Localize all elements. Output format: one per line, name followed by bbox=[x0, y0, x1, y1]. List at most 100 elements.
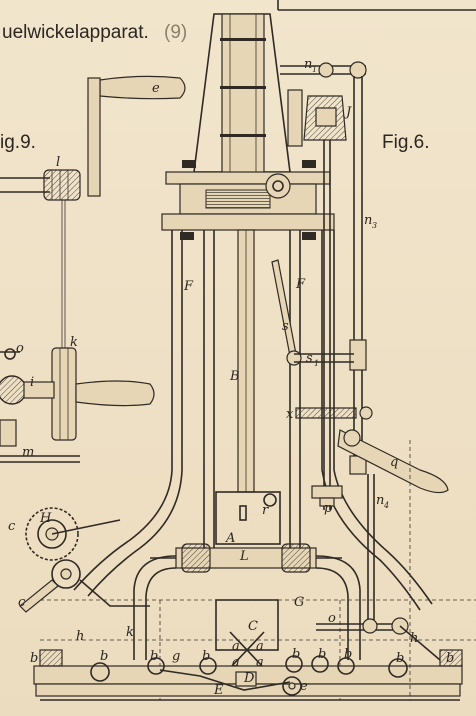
drawing-stroke bbox=[180, 232, 194, 240]
lever-q bbox=[337, 429, 449, 494]
drawing-stroke bbox=[181, 543, 211, 573]
drawing-stroke bbox=[337, 657, 355, 675]
label-h-left: h bbox=[76, 629, 84, 644]
label-H: H bbox=[39, 511, 52, 526]
crank-handle bbox=[99, 75, 186, 100]
label-B: B bbox=[229, 369, 240, 384]
fig6-label: Fig.6. bbox=[382, 132, 430, 153]
label-b5: b bbox=[292, 647, 300, 662]
drawing-stroke bbox=[235, 671, 257, 687]
drawing-stroke bbox=[145, 567, 177, 660]
main-machine-frame bbox=[40, 13, 476, 700]
drawing-stroke bbox=[60, 568, 72, 580]
drawing-stroke bbox=[205, 189, 271, 209]
drawing-stroke bbox=[43, 169, 81, 201]
drawing-stroke bbox=[220, 86, 266, 89]
drawing-stroke bbox=[161, 213, 335, 231]
label-i: i bbox=[30, 375, 34, 390]
base-plate bbox=[33, 649, 463, 701]
label-A: A bbox=[225, 531, 235, 546]
right-linkage bbox=[271, 61, 449, 700]
drawing-stroke bbox=[0, 419, 17, 447]
label-s1-sub: 1 bbox=[314, 359, 319, 368]
drawing-stroke bbox=[321, 230, 421, 611]
label-s: s bbox=[282, 319, 289, 334]
label-b3: b bbox=[150, 649, 158, 664]
label-D: D bbox=[243, 671, 255, 686]
drawing-stroke bbox=[37, 519, 67, 549]
label-g: g bbox=[172, 649, 180, 664]
drawing-stroke bbox=[315, 555, 361, 660]
drawing-stroke bbox=[282, 676, 302, 696]
pulley-k bbox=[51, 347, 77, 441]
label-x: x bbox=[286, 407, 294, 422]
label-q: q bbox=[390, 455, 398, 470]
label-n4-sub: 4 bbox=[383, 501, 389, 510]
label-o-left: o bbox=[16, 341, 24, 356]
label-n3: n bbox=[364, 213, 372, 228]
drawing-stroke bbox=[288, 682, 296, 690]
drawing-stroke bbox=[349, 339, 367, 371]
label-s1: s bbox=[306, 351, 313, 366]
label-F-left: F bbox=[183, 279, 194, 294]
label-a3: a bbox=[232, 655, 240, 670]
lever-s bbox=[271, 259, 297, 357]
drawing-stroke bbox=[362, 618, 378, 634]
label-a4: a bbox=[256, 655, 264, 670]
top-pulley bbox=[265, 173, 291, 199]
drawing-stroke bbox=[51, 559, 81, 589]
drawing-stroke bbox=[287, 89, 303, 147]
drawing-stroke bbox=[286, 350, 302, 366]
drawing-stroke bbox=[315, 567, 349, 660]
label-c-lower: c bbox=[18, 595, 26, 610]
drawing-stroke bbox=[349, 61, 367, 79]
drawing-stroke bbox=[133, 555, 177, 660]
drawing-stroke bbox=[182, 160, 196, 168]
drawing-stroke bbox=[215, 491, 281, 545]
label-b4: b bbox=[202, 649, 210, 664]
drawing-stroke bbox=[23, 381, 55, 399]
label-C: C bbox=[248, 619, 258, 634]
label-b6: b bbox=[318, 647, 326, 662]
label-r: r bbox=[262, 503, 269, 518]
drawing-stroke bbox=[215, 599, 279, 651]
drawing-stroke bbox=[315, 107, 337, 127]
drawing-stroke bbox=[399, 625, 441, 661]
label-E: E bbox=[213, 683, 224, 698]
drawing-stroke bbox=[319, 497, 335, 507]
label-b1: b bbox=[30, 651, 38, 666]
label-b7: b bbox=[344, 647, 352, 662]
drawing-stroke bbox=[199, 657, 217, 675]
drawing-stroke bbox=[90, 662, 110, 682]
label-e-bottom: e bbox=[300, 679, 308, 694]
label-k: k bbox=[70, 335, 78, 350]
drawing-stroke bbox=[318, 62, 334, 78]
label-h-right: h bbox=[410, 631, 418, 646]
drawing-stroke bbox=[281, 543, 311, 573]
drawing-stroke bbox=[87, 230, 183, 597]
drawing-stroke bbox=[73, 230, 173, 591]
drawing-stroke bbox=[4, 348, 16, 360]
drawing-stroke bbox=[263, 493, 277, 507]
drawing-stroke bbox=[220, 38, 266, 41]
label-F-right: F bbox=[295, 277, 306, 292]
drawing-stroke bbox=[302, 232, 316, 240]
crank-arm bbox=[87, 77, 101, 197]
label-J: J bbox=[343, 105, 352, 120]
drawing-stroke bbox=[239, 505, 247, 521]
foot-left bbox=[39, 649, 63, 667]
drawing-stroke bbox=[302, 160, 316, 168]
drawing-stroke bbox=[220, 134, 266, 137]
label-m: m bbox=[22, 445, 34, 460]
knob bbox=[0, 375, 27, 405]
label-b9: b bbox=[446, 651, 454, 666]
drawing-stroke bbox=[388, 658, 408, 678]
sheet-figure-number: (9) bbox=[164, 22, 187, 43]
label-n1: n bbox=[304, 57, 312, 72]
label-G: G bbox=[294, 595, 304, 610]
drawing-stroke bbox=[311, 485, 343, 499]
shaft-x bbox=[295, 407, 357, 419]
left-gear-assembly bbox=[19, 507, 150, 613]
spool-l bbox=[43, 169, 81, 201]
label-o-right: o bbox=[328, 611, 336, 626]
